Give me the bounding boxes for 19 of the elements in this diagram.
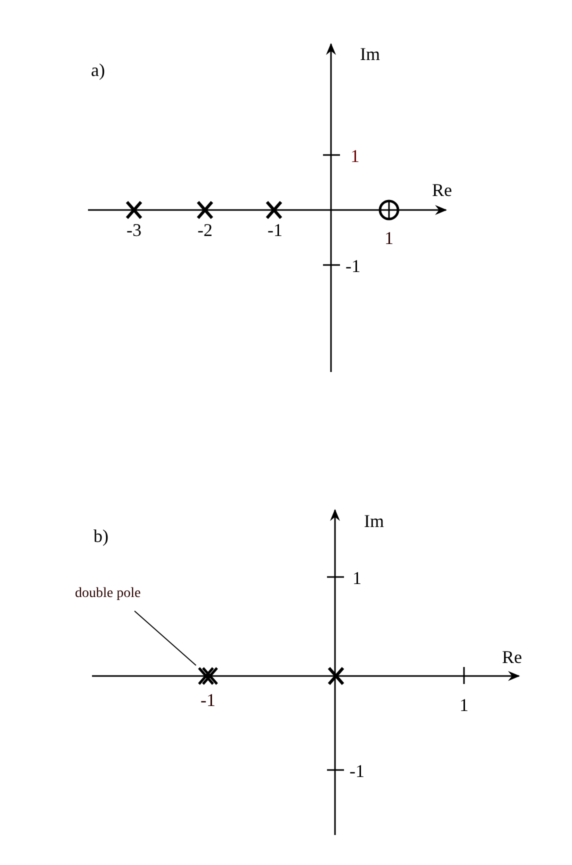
tick-label: 1 [384,229,394,247]
tick-label: -1 [350,762,364,780]
tick-label: -1 [200,691,216,709]
panel-label: b) [94,527,108,545]
tick-label: -2 [198,221,212,239]
axis-label: Im [360,45,380,63]
tick-label: 1 [352,569,362,587]
tick-label: -1 [346,257,360,275]
tick-label: 1 [350,147,360,165]
axis-label: Re [432,181,452,199]
axis-label: Im [364,512,384,530]
tick-label: 1 [460,696,468,714]
axis-label: Re [502,648,522,666]
leader-line [134,610,196,666]
tick-label: -1 [268,221,282,239]
callout-text: double pole [75,585,171,603]
tick-label: -3 [126,221,142,239]
panel-label: a) [91,61,105,79]
double-pole-marker-icon [196,665,220,687]
